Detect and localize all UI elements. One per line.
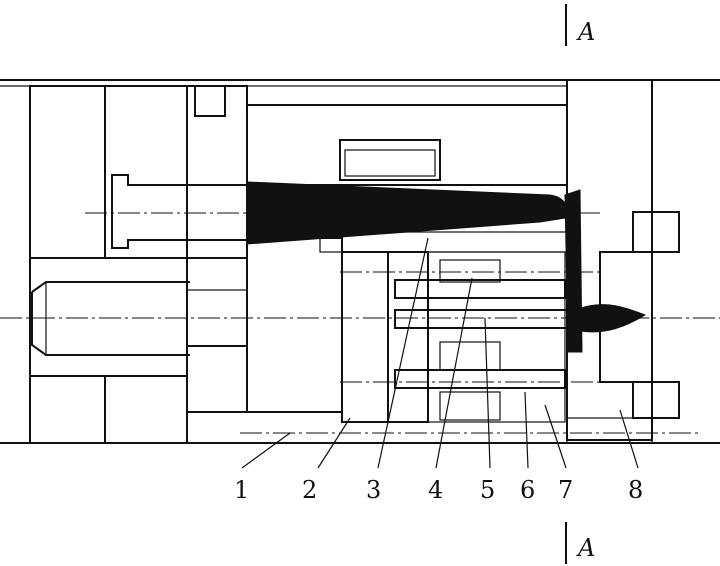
leader-lines <box>241 237 639 469</box>
svg-text:A: A <box>576 534 595 562</box>
part-label-4: 4 <box>428 476 443 504</box>
support-plate-2 <box>246 237 389 423</box>
bottom-strip <box>240 417 700 444</box>
part-label-5: 5 <box>480 476 495 504</box>
centerlines <box>0 212 720 383</box>
part-label-2: 2 <box>302 476 317 504</box>
part-labels: 1 2 3 4 5 6 7 8 <box>234 476 643 504</box>
part-label-1: 1 <box>234 476 249 504</box>
section-mark-top: A <box>565 4 595 46</box>
svg-text:A: A <box>576 18 595 46</box>
part-label-3: 3 <box>366 476 381 504</box>
stationary-plate <box>186 85 248 413</box>
part-label-6: 6 <box>520 476 535 504</box>
mold-outline <box>0 79 720 444</box>
section-mark-bottom: A <box>565 522 595 564</box>
part-label-8: 8 <box>628 476 643 504</box>
clamp-plate-left <box>29 85 188 444</box>
ejector-rod <box>29 257 190 377</box>
sprue-runner <box>111 174 568 249</box>
fixed-mold-plate-8 <box>564 79 680 441</box>
part-label-7: 7 <box>558 476 573 504</box>
ejector-pins <box>387 251 576 423</box>
